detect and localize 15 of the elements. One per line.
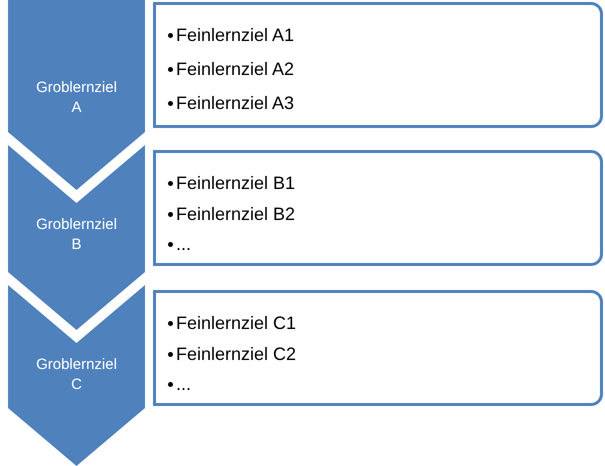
chevron-label: Groblernziel B — [35, 215, 118, 255]
objective-list-box — [153, 290, 603, 406]
list-item: ... — [176, 233, 192, 256]
list-item: Feinlernziel B2 — [176, 202, 296, 226]
chevron-label: Groblernziel C — [35, 355, 118, 395]
list-item: Feinlernziel A2 — [176, 58, 294, 81]
list-item: ... — [176, 373, 192, 396]
list-item: Feinlernziel A3 — [176, 92, 294, 115]
list-item: Feinlernziel C2 — [176, 342, 296, 366]
objective-list-box — [153, 2, 603, 128]
chevron-label: Groblernziel A — [35, 78, 118, 118]
objective-list-box — [153, 150, 603, 266]
list-item: Feinlernziel B1 — [176, 172, 296, 195]
list-item: Feinlernziel C1 — [176, 312, 296, 335]
list-item: Feinlernziel A1 — [176, 24, 294, 47]
